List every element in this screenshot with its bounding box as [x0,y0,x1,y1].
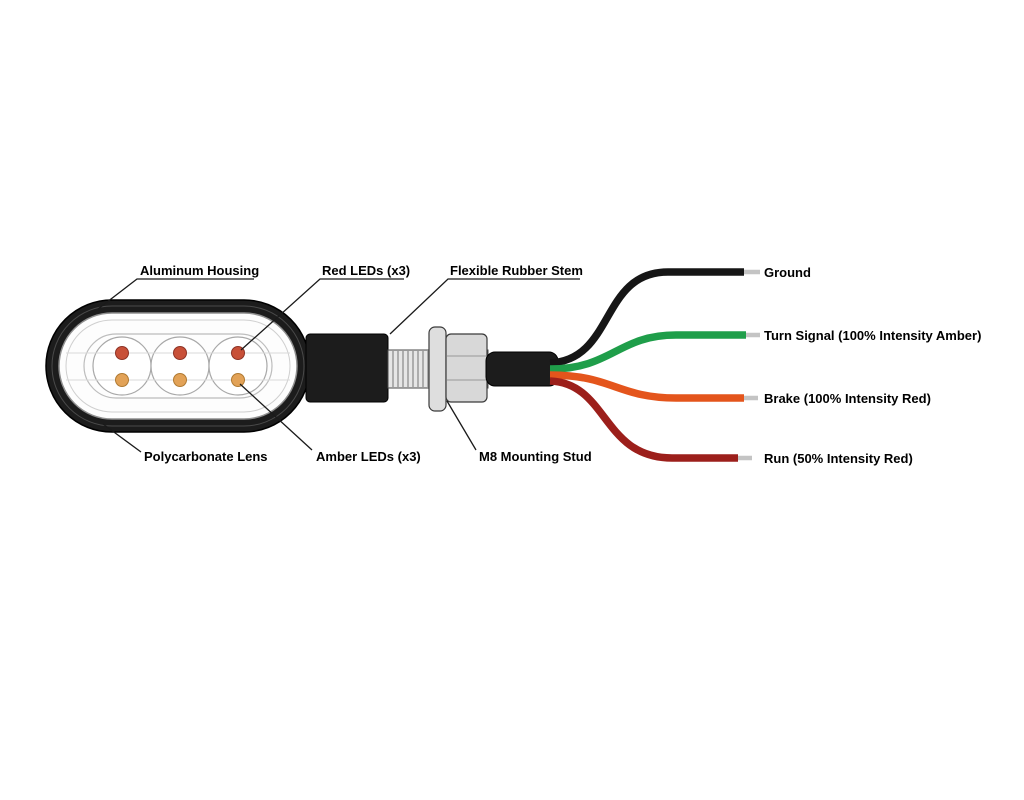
amber-led [231,373,245,387]
leader-polycarbonate-lens [102,423,142,453]
brake-wire [549,371,744,402]
part-labels: Aluminum Housing Red LEDs (x3) Flexible … [140,263,592,464]
ground-wire [549,268,744,367]
leader-flexible-rubber-stem [389,278,580,335]
amber-led [115,373,129,387]
label-ground-wire: Ground [764,265,811,280]
rubber-stem-body [305,333,389,403]
m8-mounting-stud [387,326,489,412]
leader-m8-mounting-stud [446,400,477,451]
leader-lines [97,278,580,453]
leader-aluminum-housing [97,278,254,310]
label-aluminum-housing: Aluminum Housing [140,263,259,278]
turn-signal-wire [549,331,746,373]
leader-amber-leds [239,383,313,451]
label-red-leds: Red LEDs (x3) [322,263,410,278]
thread-ridges [392,351,429,387]
flexible-rubber-stem [305,333,389,403]
wire-labels: Ground Turn Signal (100% Intensity Amber… [764,265,981,466]
wires [549,268,760,462]
housing-inner-edge [51,305,305,427]
label-flexible-rubber-stem: Flexible Rubber Stem [450,263,583,278]
label-polycarbonate-lens: Polycarbonate Lens [144,449,268,464]
label-brake-wire: Brake (100% Intensity Red) [764,391,931,406]
led-housing [45,299,311,433]
leader-red-leds [240,278,404,351]
wire-sleeve [485,351,559,387]
lens-bezel [83,333,273,399]
amber-led [173,373,187,387]
label-run-wire: Run (50% Intensity Red) [764,451,913,466]
hex-nut [445,333,488,403]
lens-inner-outline [65,319,291,413]
red-led [115,346,129,360]
label-m8-mounting-stud: M8 Mounting Stud [479,449,592,464]
red-led [173,346,187,360]
label-amber-leds: Amber LEDs (x3) [316,449,421,464]
label-turn-signal-wire: Turn Signal (100% Intensity Amber) [764,328,981,343]
run-wire [549,377,738,462]
stud-washer [428,326,447,412]
